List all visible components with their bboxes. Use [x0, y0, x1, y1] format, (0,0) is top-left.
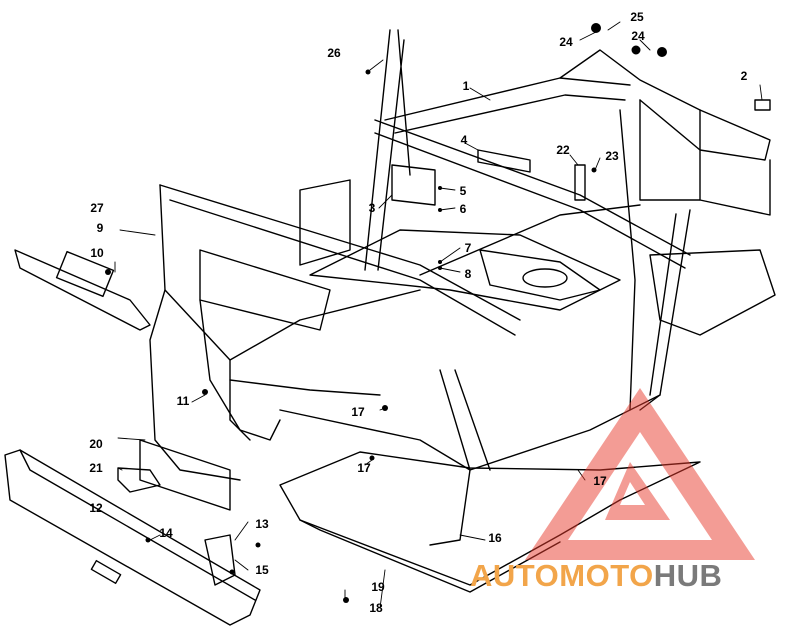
cross-rail: [419, 204, 641, 276]
top-rail-mid: [374, 119, 691, 256]
floor-frame-2: [479, 249, 601, 301]
fasteners: [105, 69, 597, 603]
rear-frame-2: [699, 109, 771, 216]
roof-rail-1: [384, 77, 631, 121]
callout-24b: 24: [631, 29, 645, 43]
front-cage-side: [149, 289, 241, 481]
front-cage-diag: [199, 299, 281, 441]
callout-22: 22: [556, 143, 570, 157]
skid-plate-edge: [299, 519, 561, 593]
bracket-22: [574, 164, 586, 201]
front-bumper-inner: [19, 449, 256, 601]
callout-17c: 17: [593, 474, 607, 488]
callout-24a: 24: [559, 35, 573, 49]
lower-rail-left: [279, 409, 471, 471]
control-box: [391, 164, 436, 206]
top-rail-mid-inner: [374, 132, 686, 269]
callout-13: 13: [255, 517, 269, 531]
leader-lines: [114, 21, 763, 609]
front-cage-box: [199, 249, 331, 331]
tow-hook: [117, 467, 161, 493]
post-right-2: [619, 109, 636, 411]
callout-27: 27: [90, 201, 104, 215]
callout-11: 11: [176, 394, 190, 408]
bumper-bracket: [14, 249, 151, 331]
callout-4: 4: [460, 133, 468, 147]
callout-16: 16: [488, 531, 502, 545]
watermark-text-primary: AUTOMOTO: [470, 558, 654, 593]
pad: [477, 149, 531, 173]
callout-12: 12: [89, 501, 103, 515]
watermark-logo: [525, 388, 755, 560]
callout-1: 1: [462, 79, 470, 93]
mount-bracket: [204, 534, 236, 586]
rear-side-panel: [299, 179, 351, 266]
callout-10: 10: [90, 246, 104, 260]
rear-frame-3: [639, 99, 701, 201]
skid-plate: [279, 451, 701, 586]
callout-5: 5: [459, 184, 467, 198]
floor-opening: [522, 268, 568, 288]
callout-14: 14: [159, 526, 173, 540]
roll-post-right: [639, 209, 691, 411]
roll-post-center: [364, 29, 411, 271]
callout-18: 18: [369, 601, 383, 615]
callout-9: 9: [96, 221, 104, 235]
callout-23: 23: [605, 149, 619, 163]
side-rail-2: [454, 369, 491, 471]
callout-26: 26: [327, 46, 341, 60]
callout-15: 15: [255, 563, 269, 577]
callout-19: 19: [371, 580, 385, 594]
callout-8: 8: [464, 267, 472, 281]
front-cage-top: [159, 184, 421, 361]
callout-2: 2: [740, 69, 748, 83]
front-leg: [229, 359, 251, 441]
bumper-slot: [90, 559, 122, 585]
callout-21: 21: [89, 461, 103, 475]
callout-17a: 17: [351, 405, 365, 419]
callout-3: 3: [368, 201, 376, 215]
callout-20: 20: [89, 437, 103, 451]
decal: [754, 99, 771, 111]
callout-17b: 17: [357, 461, 371, 475]
side-rail: [429, 369, 471, 546]
front-plate: [139, 439, 231, 511]
top-rail-left: [159, 184, 521, 321]
bumper-plate: [55, 250, 115, 298]
floor-frame: [309, 229, 621, 311]
watermark-text-secondary: HUB: [653, 558, 723, 593]
callout-6: 6: [459, 202, 467, 216]
grommets: [591, 23, 667, 57]
rear-floor-panel: [649, 249, 776, 336]
watermark-text: AUTOMOTOHUB: [470, 558, 722, 594]
callout-7: 7: [464, 241, 472, 255]
roof-rail-2: [394, 94, 626, 134]
front-cross-1: [229, 379, 381, 396]
top-rail-left-inner: [169, 199, 516, 336]
callout-25: 25: [630, 10, 644, 24]
rear-frame: [559, 49, 771, 161]
